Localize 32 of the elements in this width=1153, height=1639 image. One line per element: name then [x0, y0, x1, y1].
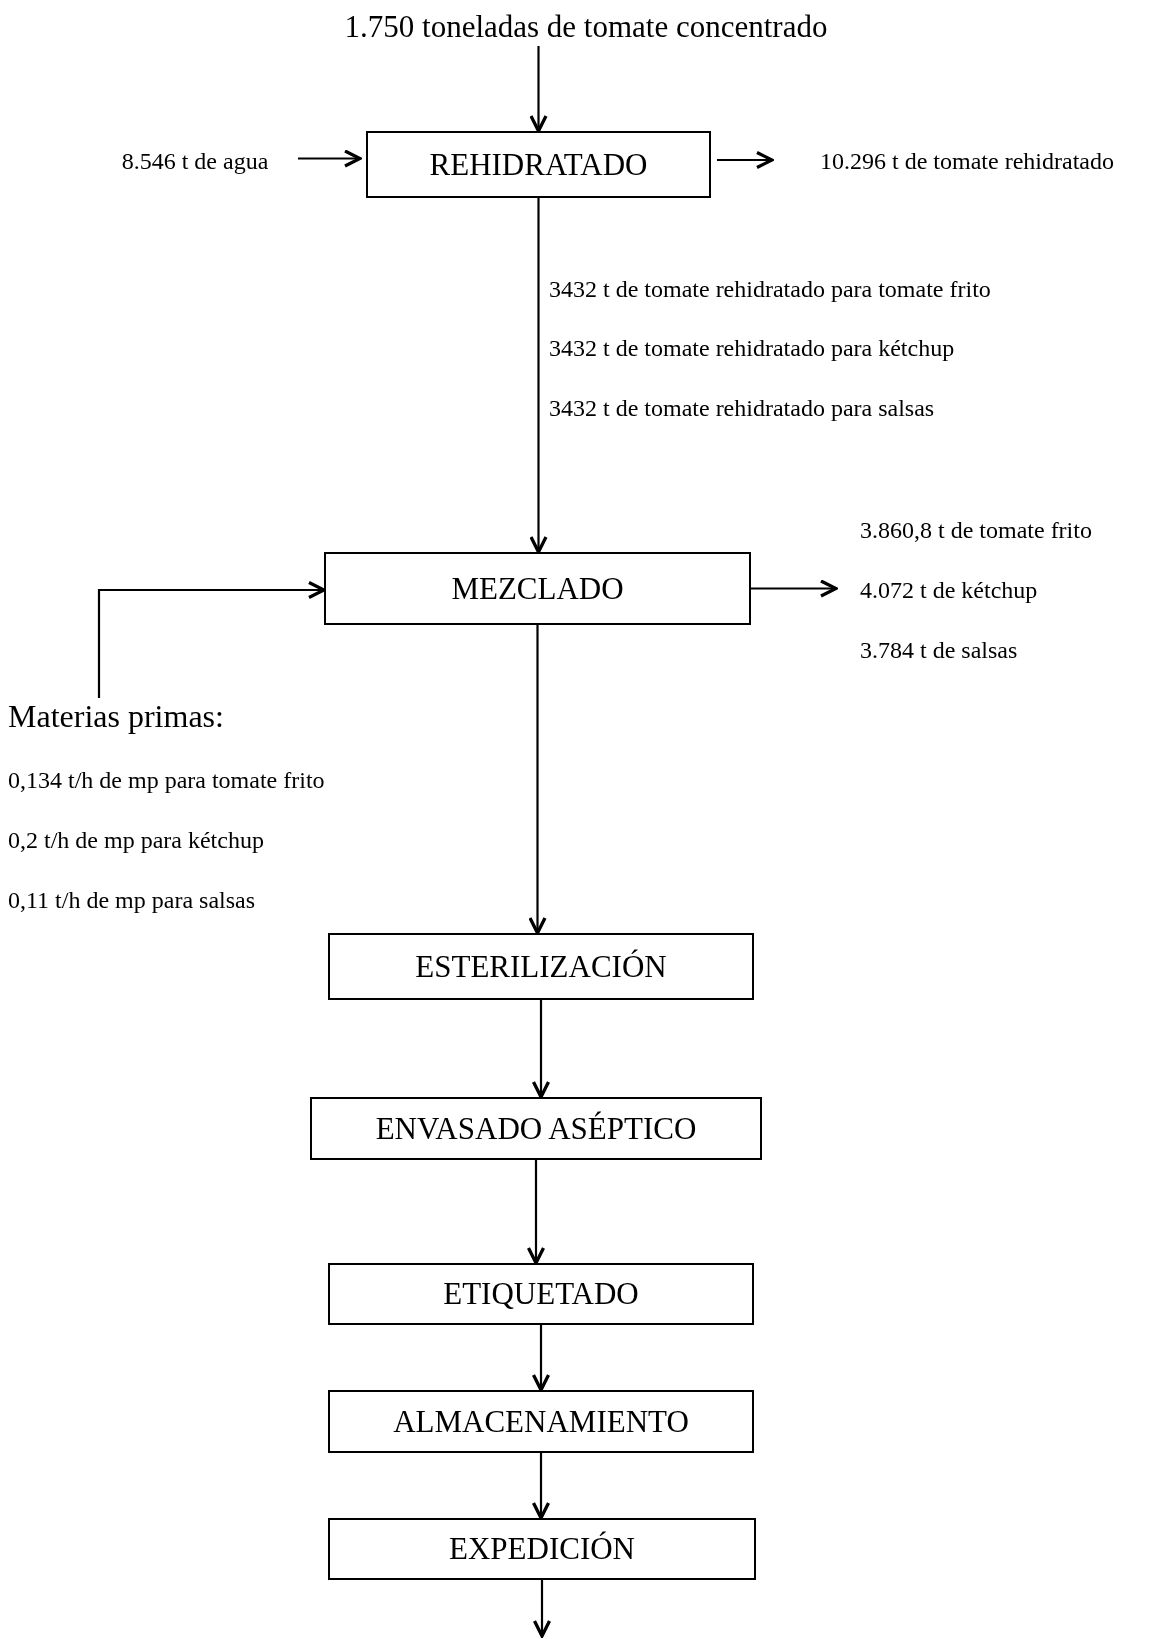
input-label: 0,2 t/h de mp para kétchup [8, 826, 264, 855]
arrow [717, 150, 774, 170]
input-label: 0,11 t/h de mp para salsas [8, 886, 256, 915]
arrow [298, 149, 362, 168]
process-box: ESTERILIZACIÓN [328, 933, 754, 1000]
arrow [529, 198, 548, 554]
process-box: MEZCLADO [324, 552, 751, 625]
input-label: 8.546 t de agua [120, 147, 270, 176]
process-box: ENVASADO ASÉPTICO [310, 1097, 762, 1160]
heading: Materias primas: [8, 700, 224, 732]
input-label: 0,134 t/h de mp para tomate frito [8, 766, 325, 795]
output-label: 4.072 t de kétchup [860, 576, 1038, 605]
flow-note: 3432 t de tomate rehidratado para kétchup [549, 335, 955, 362]
flow-note: 3432 t de tomate rehidratado para salsas [549, 395, 935, 422]
arrow [751, 579, 838, 598]
arrow [531, 1000, 551, 1099]
process-box: ALMACENAMIENTO [328, 1390, 754, 1453]
output-label: 3.860,8 t de tomate frito [860, 516, 1092, 545]
arrow [528, 625, 547, 935]
process-box: ETIQUETADO [328, 1263, 754, 1325]
process-box: EXPEDICIÓN [328, 1518, 756, 1580]
arrow [532, 1580, 552, 1638]
flow-note: 3432 t de tomate rehidratado para tomate frito [549, 276, 991, 303]
arrow [531, 1453, 551, 1520]
input-label: 1.750 toneladas de tomate concentrado [343, 8, 829, 46]
arrow [526, 1160, 546, 1265]
process-box: REHIDRATADO [366, 131, 711, 198]
arrow [97, 580, 326, 698]
arrow [529, 46, 548, 133]
output-label: 10.296 t de tomate rehidratado [819, 147, 1115, 176]
output-label: 3.784 t de salsas [860, 636, 1018, 665]
arrow [531, 1325, 551, 1392]
